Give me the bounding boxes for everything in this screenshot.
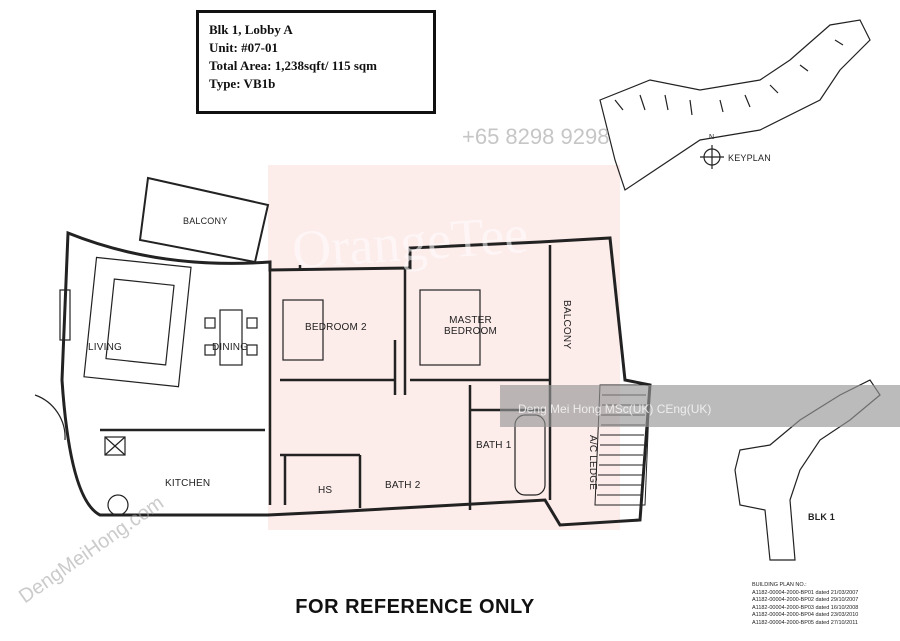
label-living: LIVING [88, 342, 122, 353]
label-dining: DINING [212, 342, 249, 353]
label-bath-2: BATH 2 [385, 480, 421, 491]
building-plan-entry: A1182-00004-2000-BP02 dated 29/10/2007 [752, 597, 859, 603]
watermark-band [500, 385, 900, 427]
label-hs: HS [318, 485, 333, 496]
label-balcony-right: BALCONY [561, 300, 572, 350]
unit-text: Unit: #07-01 [209, 40, 278, 55]
block-text: Blk 1, Lobby A [209, 22, 293, 37]
keyplan-site-outline [599, 19, 871, 191]
label-master-line2: BEDROOM [444, 326, 498, 337]
master-bed [419, 289, 481, 366]
label-bedroom-2: BEDROOM 2 [305, 322, 367, 333]
north-compass-icon [700, 145, 724, 169]
area-text: Total Area: 1,238sqft/ 115 sqm [209, 58, 377, 73]
bed-2 [282, 299, 324, 361]
label-balcony-left: BALCONY [183, 216, 228, 226]
bathtub [514, 414, 546, 496]
north-label: N [709, 134, 715, 141]
label-bath-1: BATH 1 [476, 440, 512, 451]
building-plan-entry: A1182-00004-2000-BP01 dated 21/03/2007 [752, 589, 859, 596]
building-plan-entry: A1182-00004-2000-BP05 dated 27/10/2011 [752, 619, 858, 626]
type-text: Type: VB1b [209, 76, 276, 91]
label-kitchen: KITCHEN [165, 478, 211, 489]
furniture [34, 256, 546, 516]
building-plan-title: BUILDING PLAN NO.: [752, 582, 807, 588]
watermark-overlay [268, 165, 620, 530]
keyplan-label: KEYPLAN [728, 153, 771, 163]
building-plan-entry: A1182-00004-2000-BP03 dated 16/10/2008 [752, 604, 859, 611]
reference-notice: FOR REFERENCE ONLY [295, 596, 535, 618]
watermark-name: Deng Mei Hong MSc(UK) CEng(UK) [518, 402, 712, 416]
label-master-line1: MASTER [449, 315, 492, 326]
dining-table [219, 309, 243, 366]
outer-wall [60, 230, 652, 527]
block-label: BLK 1 [808, 512, 836, 522]
building-plan-entry: A1182-00004-2000-BP04 dated 23/03/2010 [752, 612, 859, 618]
building-plan-list: BUILDING PLAN NO.: A1182-00004-2000-BP01… [752, 582, 858, 627]
unit-info-box: Blk 1, Lobby A Unit: #07-01 Total Area: … [196, 10, 436, 114]
watermark-phone: +65 8298 9298 [462, 124, 610, 149]
label-ac-ledge: A/C LEDGE [587, 435, 598, 491]
label-master-bedroom: MASTER BEDROOM [444, 315, 497, 337]
